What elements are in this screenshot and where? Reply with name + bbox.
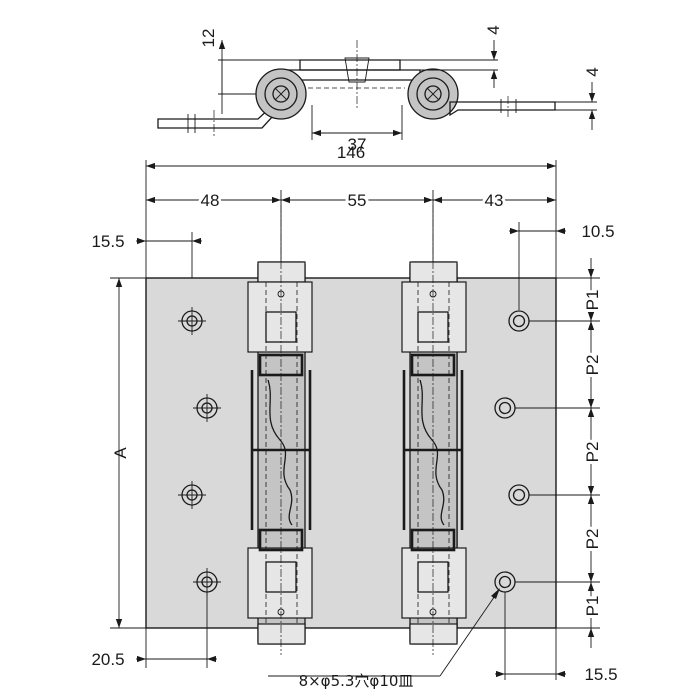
side-view: 12 4 4 37 — [157, 25, 602, 154]
dim-overall-width: 146 — [337, 143, 365, 162]
dim-thickness-right: 4 — [583, 67, 602, 76]
dim-thickness-top: 4 — [484, 25, 503, 34]
dimension-lines: 146 48 55 43 15.5 10.5 A — [91, 143, 617, 690]
left-leaf-holes — [178, 307, 221, 596]
front-view — [145, 205, 557, 655]
dim-left-bottom-offset: 20.5 — [91, 650, 124, 669]
dim-pitch-end-bottom: P1 — [583, 596, 602, 617]
dim-height: A — [111, 447, 130, 459]
hole-spec-note: 8×φ5.3穴φ10皿 — [299, 672, 414, 690]
dim-right-bottom-offset: 15.5 — [584, 665, 617, 684]
dim-pitch-3: P2 — [583, 529, 602, 550]
right-hinge-barrel — [401, 205, 467, 655]
dim-left-leaf: 48 — [201, 191, 220, 210]
dim-right-top-offset: 10.5 — [581, 222, 614, 241]
dim-side-height: 12 — [199, 29, 218, 48]
right-leaf — [456, 277, 557, 629]
dim-knuckle-spacing: 37 — [348, 135, 367, 154]
dim-pitch-2: P2 — [583, 442, 602, 463]
dim-pitch-end-top: P1 — [583, 290, 602, 311]
dim-center-leaf: 55 — [348, 191, 367, 210]
center-leaf — [302, 277, 416, 629]
dim-pitch-1: P2 — [583, 355, 602, 376]
dim-right-leaf: 43 — [485, 191, 504, 210]
left-leaf — [145, 277, 260, 629]
dim-left-hole-offset: 15.5 — [91, 232, 124, 251]
left-hinge-barrel — [247, 205, 313, 655]
